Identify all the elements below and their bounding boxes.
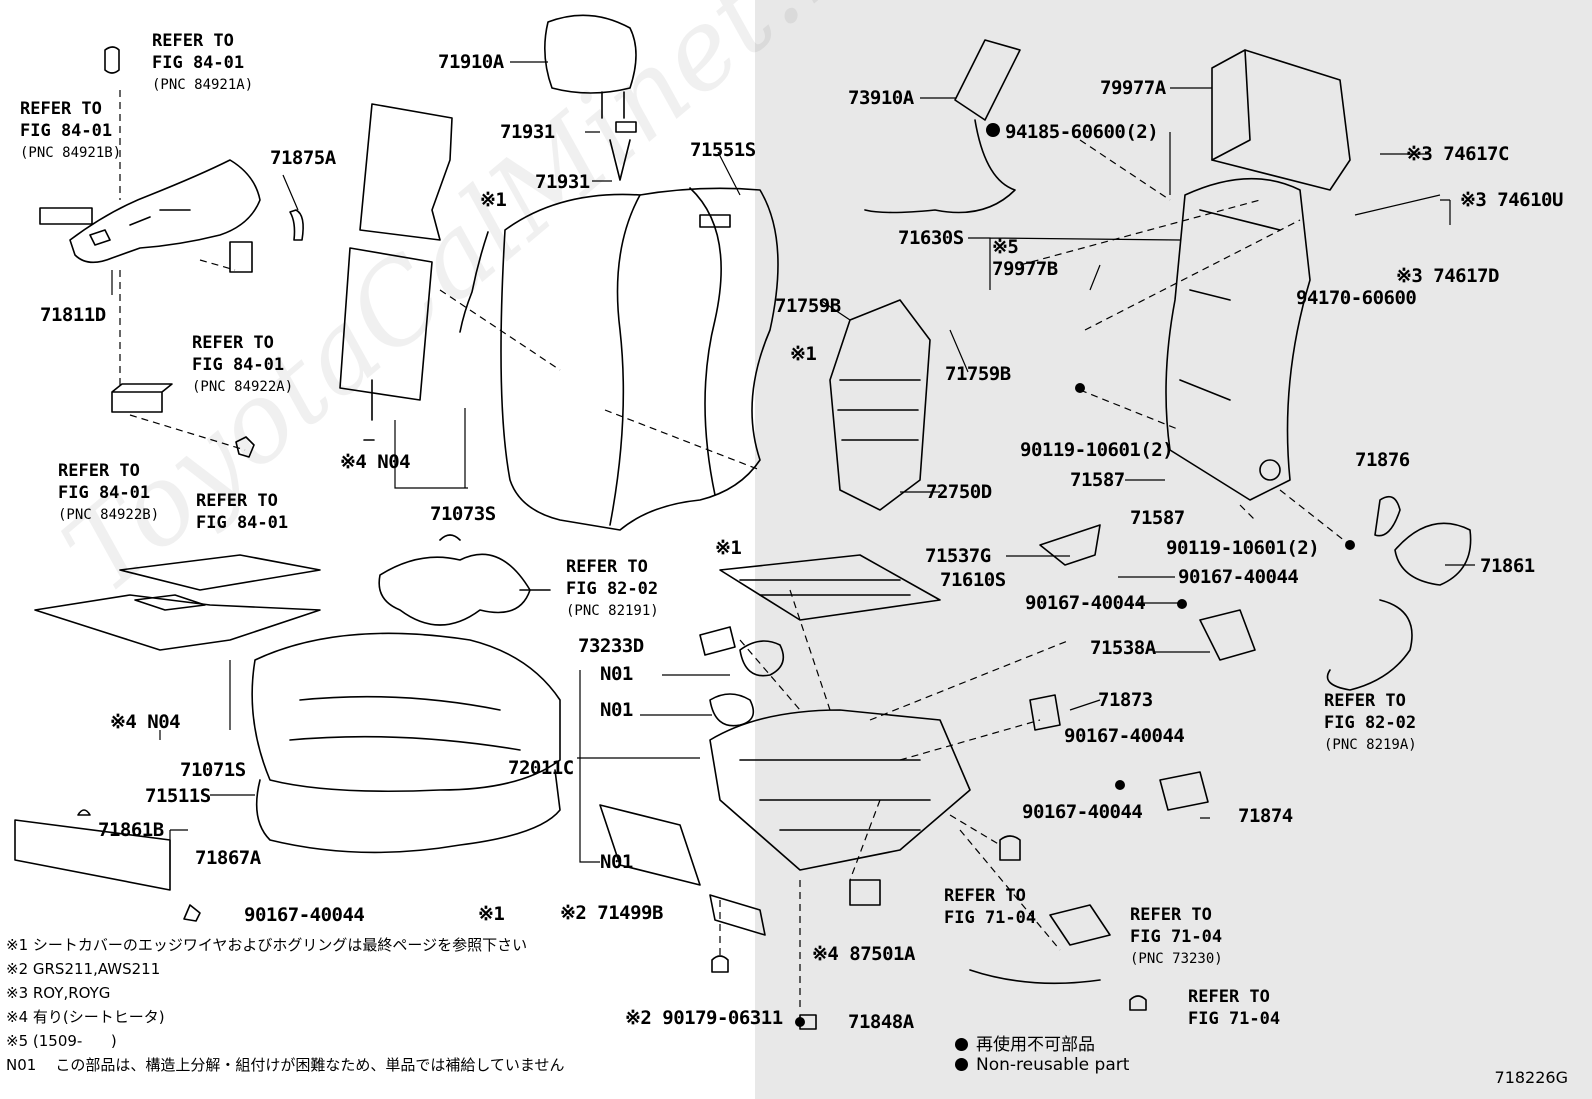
refer-callout-84-01: REFER TO FIG 84-01 <box>196 491 289 533</box>
heater-mat-cushion <box>34 554 321 651</box>
key-mark-1-lower: ※1 <box>478 903 505 925</box>
refer-callout-71-04-a: REFER TO FIG 71-04 <box>944 886 1037 928</box>
key-mark-1-cushion: ※1 <box>715 537 742 559</box>
part-label-71073S: 71073S <box>430 503 496 525</box>
part-label-71931-lower: 71931 <box>535 171 590 193</box>
part-label-90119-10601-upper: 90119-10601(2) <box>1020 439 1174 461</box>
seat-cushion <box>251 632 561 854</box>
filled-dot-icon <box>955 1038 968 1051</box>
part-label-71876: 71876 <box>1355 449 1410 471</box>
seat-spring <box>719 554 941 621</box>
refer-callout-73230: REFER TO FIG 71-04(PNC 73230) <box>1130 905 1223 967</box>
part-label-90167-40044-e: 90167-40044 <box>244 904 365 926</box>
part-label-N01-a: N01 <box>600 663 633 685</box>
part-label-71759B-right: 71759B <box>945 363 1011 385</box>
diagram-code: 718226G <box>1494 1068 1568 1087</box>
footnote-5: ※5 (1509- ) <box>6 1032 117 1050</box>
footnote-2: ※2 GRS211,AWS211 <box>6 960 161 978</box>
refer-callout-71-04-b: REFER TO FIG 71-04 <box>1188 987 1281 1029</box>
refer-callout-8219A: REFER TO FIG 82-02(PNC 8219A) <box>1324 691 1417 753</box>
key-mark-1-lumbar: ※1 <box>790 343 817 365</box>
part-label-79977A: 79977A <box>1100 77 1166 99</box>
part-label-71874: 71874 <box>1238 805 1293 827</box>
part-label-N01-b: N01 <box>600 699 633 721</box>
seatback-board <box>339 103 453 441</box>
part-label-94170-60600: 94170-60600 <box>1296 287 1417 309</box>
footnote-4: ※4 有り(シートヒータ) <box>6 1008 165 1026</box>
part-label-90119-10601-lower: 90119-10601(2) <box>1166 537 1320 559</box>
footnote-3: ※3 ROY,ROYG <box>6 984 111 1002</box>
refer-callout-84922A: REFER TO FIG 84-01(PNC 84922A) <box>192 333 294 395</box>
part-label-71875A: 71875A <box>270 147 336 169</box>
part-label-71759B-left: 71759B <box>775 295 841 317</box>
part-label-71537G: 71537G <box>925 545 991 567</box>
refer-callout-84921A: REFER TO FIG 84-01(PNC 84921A) <box>152 31 254 93</box>
part-label-71587-lower: 71587 <box>1130 507 1185 529</box>
part-label-71861B: 71861B <box>98 819 164 841</box>
heater-mat-back <box>459 231 489 333</box>
refer-callout-84922B: REFER TO FIG 84-01(PNC 84922B) <box>58 461 160 523</box>
part-label-71873: 71873 <box>1098 689 1153 711</box>
part-label-94185-60600: 94185-60600(2) <box>1005 121 1159 143</box>
small-brackets <box>709 495 1472 1030</box>
key-mark-1-back: ※1 <box>480 189 507 211</box>
part-label-71867A: 71867A <box>195 847 261 869</box>
part-label-71910A: 71910A <box>438 51 504 73</box>
part-label-87501A: ※4 87501A <box>812 943 915 965</box>
seatback-board-rear <box>1211 49 1351 191</box>
part-label-73233D: 73233D <box>578 635 644 657</box>
lumbar-support <box>829 299 931 511</box>
part-label-71931-upper: 71931 <box>500 121 555 143</box>
part-label-90167-40044-d: 90167-40044 <box>1022 801 1143 823</box>
part-label-71071S: 71071S <box>180 759 246 781</box>
part-label-71630S: 71630S <box>898 227 964 249</box>
part-label-N04-back: ※4 N04 <box>340 451 411 473</box>
side-airbag <box>864 39 1021 214</box>
part-label-N04-cushion: ※4 N04 <box>110 711 181 733</box>
part-label-71811D: 71811D <box>40 304 106 326</box>
part-label-73910A: 73910A <box>848 87 914 109</box>
right-panel-shade <box>755 0 1592 1099</box>
refer-callout-82191: REFER TO FIG 82-02(PNC 82191) <box>566 557 659 619</box>
part-label-71551S: 71551S <box>690 139 756 161</box>
part-label-74617C: ※3 74617C <box>1406 143 1509 165</box>
lower-trim <box>14 809 201 922</box>
part-label-90179-06311: ※2 90179-06311 <box>625 1007 783 1029</box>
wire-harness <box>378 534 551 626</box>
part-label-72750D: 72750D <box>926 481 992 503</box>
footnote-1: ※1 シートカバーのエッジワイヤおよびホグリングは最終ページを参照下さい <box>6 936 528 954</box>
part-label-90167-40044-a: 90167-40044 <box>1178 566 1299 588</box>
part-label-71511S: 71511S <box>145 785 211 807</box>
seat-frame <box>599 626 971 886</box>
part-label-90167-40044-c: 90167-40044 <box>1064 725 1185 747</box>
part-label-71610S: 71610S <box>940 569 1006 591</box>
part-label-71587-upper: 71587 <box>1070 469 1125 491</box>
part-label-N01-c: N01 <box>600 851 633 873</box>
legend-non-reusable-jp: 再使用不可部品 <box>955 1030 1095 1055</box>
part-label-71861: 71861 <box>1480 555 1535 577</box>
part-label-72011C: 72011C <box>508 757 574 779</box>
part-label-74617D: ※3 74617D <box>1396 265 1499 287</box>
seatback-frame <box>1165 177 1311 501</box>
recliner-cover <box>39 46 304 458</box>
legend-non-reusable-en: Non-reusable part <box>955 1055 1129 1075</box>
part-label-71538A: 71538A <box>1090 637 1156 659</box>
non-reusable-marker <box>986 123 1000 137</box>
part-label-71848A: 71848A <box>848 1011 914 1033</box>
refer-callout-84921B: REFER TO FIG 84-01(PNC 84921B) <box>20 99 122 161</box>
footnote-n01: N01 この部品は、構造上分解・組付けが困難なため、単品では補給していません <box>6 1056 565 1074</box>
seatback-cover <box>500 187 779 531</box>
part-label-71499B: ※2 71499B <box>560 902 663 924</box>
part-label-74610U: ※3 74610U <box>1460 189 1563 211</box>
part-label-79977B: ※5 79977B <box>992 236 1058 280</box>
headrest <box>544 14 637 181</box>
filled-dot-icon <box>955 1058 968 1071</box>
part-label-90167-40044-b: 90167-40044 <box>1025 592 1146 614</box>
